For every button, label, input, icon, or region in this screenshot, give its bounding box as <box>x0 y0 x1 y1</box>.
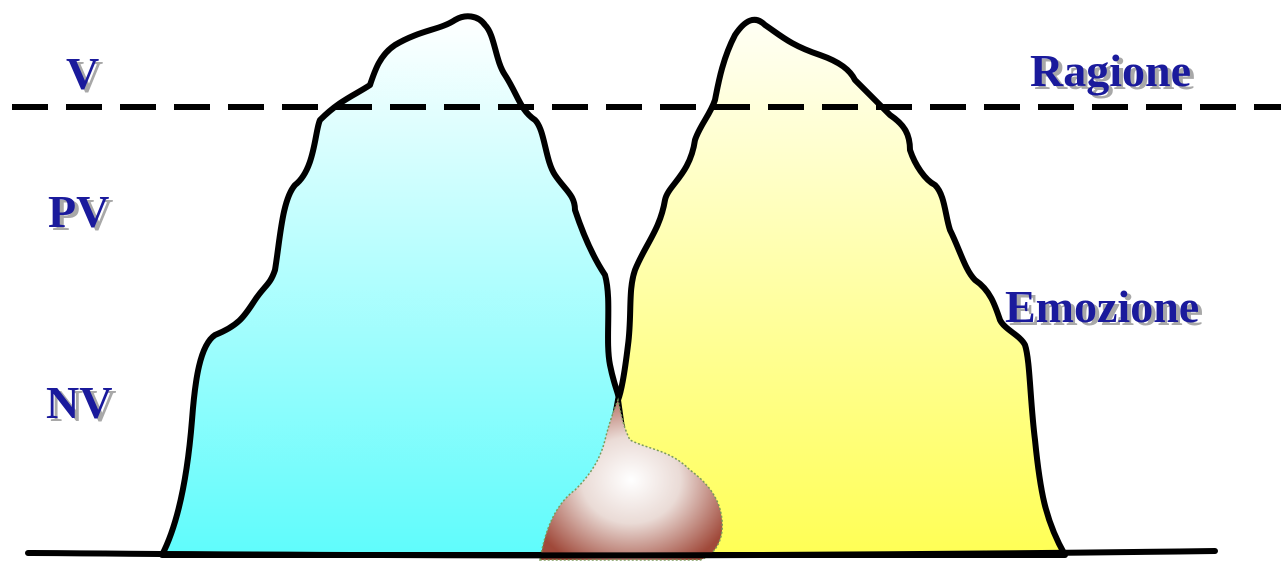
svg-text:V: V <box>66 48 99 99</box>
svg-text:NV: NV <box>46 377 112 428</box>
label-pv: PV PV <box>48 186 113 240</box>
svg-text:Ragione: Ragione <box>1030 45 1191 96</box>
svg-text:Emozione: Emozione <box>1005 281 1199 332</box>
label-v: V V <box>66 48 103 102</box>
label-ragione: Ragione Ragione <box>1030 45 1195 99</box>
left-peak <box>162 16 618 555</box>
svg-text:PV: PV <box>48 186 109 237</box>
label-nv: NV NV <box>46 377 116 431</box>
label-emozione: Emozione Emozione <box>1005 281 1203 335</box>
